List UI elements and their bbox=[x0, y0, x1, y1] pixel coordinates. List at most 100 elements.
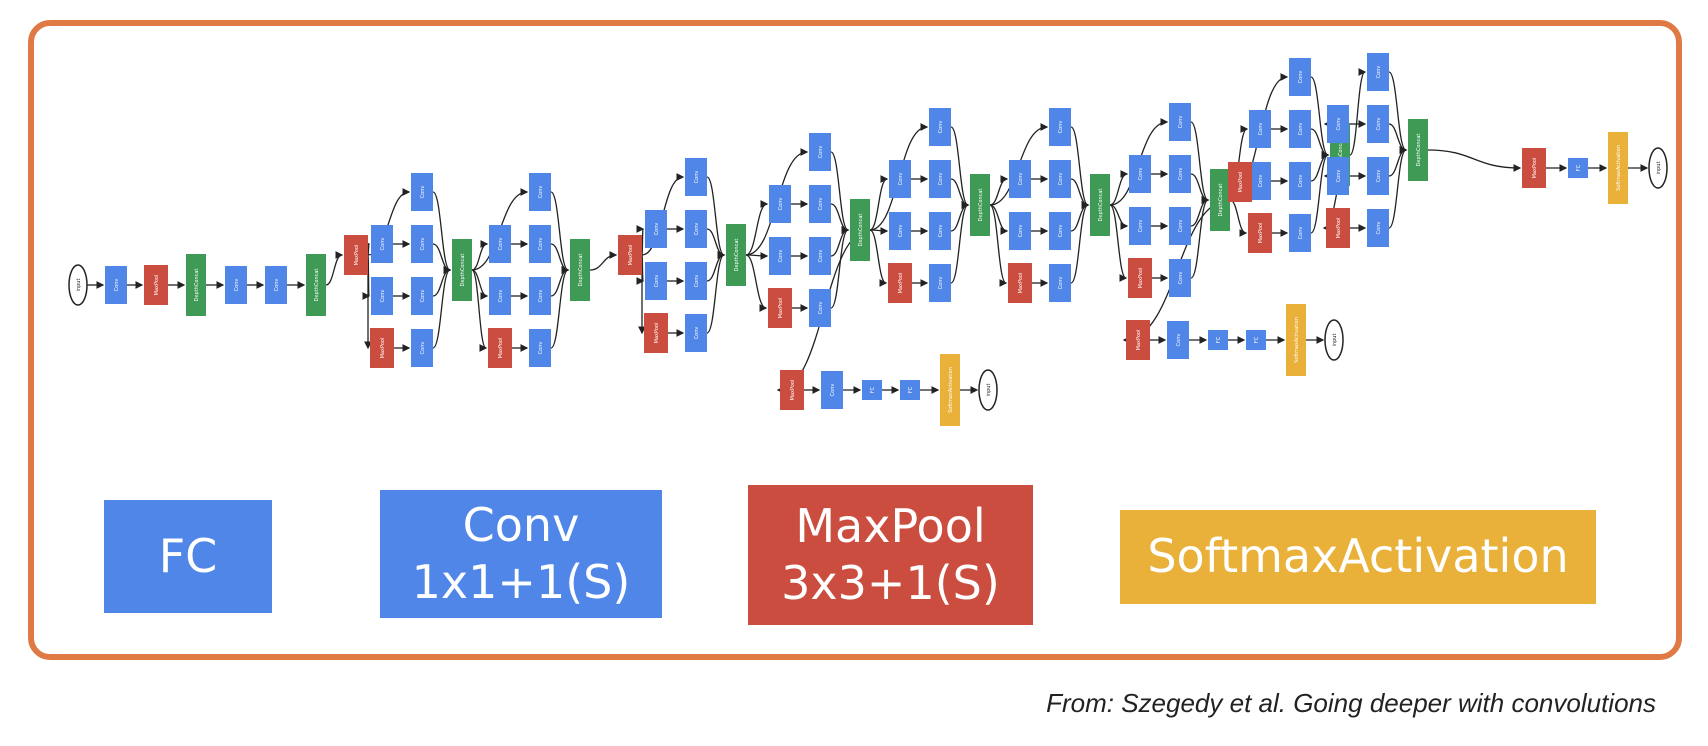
node-label: DepthConcat bbox=[858, 214, 864, 247]
node-conv: Conv bbox=[225, 266, 247, 304]
node-maxpool: MaxPool bbox=[1126, 320, 1150, 360]
node-concat: DepthConcat bbox=[1408, 119, 1428, 181]
node-label: Conv bbox=[274, 279, 280, 292]
node-conv: Conv bbox=[105, 266, 127, 304]
node-label: MaxPool bbox=[1258, 223, 1264, 244]
node-conv: Conv bbox=[1049, 108, 1071, 146]
node-label: Conv bbox=[1178, 272, 1184, 285]
node-label: MaxPool bbox=[1336, 218, 1342, 239]
node-conv: Conv bbox=[685, 158, 707, 196]
edge bbox=[745, 254, 768, 312]
node-label: DepthConcat bbox=[194, 269, 200, 302]
node-conv: Conv bbox=[1129, 207, 1151, 245]
node-conv: Conv bbox=[1167, 321, 1189, 359]
edge bbox=[471, 240, 489, 271]
node-maxpool: MaxPool bbox=[1522, 148, 1546, 188]
node-conv: Conv bbox=[1367, 105, 1389, 143]
node-label: FC bbox=[1216, 336, 1222, 343]
node-label: SoftmaxActivation bbox=[1294, 317, 1300, 363]
node-label: Conv bbox=[1138, 168, 1144, 181]
node-label: MaxPool bbox=[1532, 158, 1538, 179]
node-label: MaxPool bbox=[790, 380, 796, 401]
node-conv: Conv bbox=[1169, 259, 1191, 297]
node-concat: DepthConcat bbox=[726, 224, 746, 286]
legend-maxpool: MaxPool 3x3+1(S) bbox=[748, 485, 1033, 625]
node-conv: Conv bbox=[889, 212, 911, 250]
node-conv: Conv bbox=[685, 262, 707, 300]
node-label: DepthConcat bbox=[460, 254, 466, 287]
legend-softmax-line-1: SoftmaxActivation bbox=[1147, 529, 1569, 584]
node-label: DepthConcat bbox=[978, 189, 984, 222]
node-conv: Conv bbox=[529, 225, 551, 263]
node-conv: Conv bbox=[529, 329, 551, 367]
node-conv: Conv bbox=[1289, 162, 1311, 200]
node-label: Conv bbox=[1018, 225, 1024, 238]
node-label: Conv bbox=[420, 238, 426, 251]
node-label: MaxPool bbox=[354, 245, 360, 266]
node-label: MaxPool bbox=[154, 275, 160, 296]
node-maxpool: MaxPool bbox=[1248, 213, 1272, 253]
edge bbox=[636, 225, 645, 256]
node-fc: FC bbox=[1208, 330, 1228, 350]
node-concat: DepthConcat bbox=[850, 199, 870, 261]
node-conv: Conv bbox=[769, 185, 791, 223]
edge bbox=[1388, 146, 1408, 229]
node-conv: Conv bbox=[1049, 212, 1071, 250]
node-maxpool: MaxPool bbox=[344, 235, 368, 275]
edge bbox=[432, 266, 452, 349]
node-conv: Conv bbox=[1289, 214, 1311, 252]
node-concat: DepthConcat bbox=[1090, 174, 1110, 236]
node-conv: Conv bbox=[1249, 110, 1271, 148]
node-label: Conv bbox=[694, 171, 700, 184]
node-label: Conv bbox=[898, 225, 904, 238]
node-label: Conv bbox=[498, 290, 504, 303]
node-label: MaxPool bbox=[778, 298, 784, 319]
edge bbox=[869, 175, 889, 231]
node-label: Conv bbox=[1058, 277, 1064, 290]
node-conv: Conv bbox=[411, 277, 433, 315]
node-label: input bbox=[1332, 334, 1338, 347]
node-label: FC bbox=[908, 386, 914, 393]
node-conv: Conv bbox=[1367, 53, 1389, 91]
legend-maxpool-line-1: MaxPool bbox=[795, 498, 986, 553]
node-label: Conv bbox=[538, 238, 544, 251]
node-label: MaxPool bbox=[498, 338, 504, 359]
edge bbox=[1109, 204, 1128, 282]
node-label: Conv bbox=[818, 198, 824, 211]
node-label: DepthConcat bbox=[578, 254, 584, 287]
node-conv: Conv bbox=[929, 264, 951, 302]
node-label: Conv bbox=[694, 327, 700, 340]
node-conv: Conv bbox=[645, 262, 667, 300]
node-label: input bbox=[986, 384, 992, 397]
edge bbox=[830, 226, 850, 309]
node-label: DepthConcat bbox=[1218, 184, 1224, 217]
node-label: Conv bbox=[538, 290, 544, 303]
node-label: Conv bbox=[420, 186, 426, 199]
edge bbox=[950, 201, 970, 284]
node-label: Conv bbox=[654, 223, 660, 236]
node-label: FC bbox=[870, 386, 876, 393]
node-label: MaxPool bbox=[1136, 330, 1142, 351]
node-conv: Conv bbox=[1327, 105, 1349, 143]
node-conv: Conv bbox=[1367, 209, 1389, 247]
node-label: Conv bbox=[1298, 227, 1304, 240]
node-label: Conv bbox=[1376, 222, 1382, 235]
node-label: Conv bbox=[1376, 118, 1382, 131]
node-conv: Conv bbox=[809, 289, 831, 327]
node-maxpool: MaxPool bbox=[1008, 263, 1032, 303]
node-conv: Conv bbox=[929, 108, 951, 146]
node-label: Conv bbox=[114, 279, 120, 292]
node-label: Conv bbox=[778, 250, 784, 263]
edge bbox=[325, 251, 344, 286]
node-label: input bbox=[1656, 162, 1662, 175]
node-maxpool: MaxPool bbox=[1228, 162, 1252, 202]
node-label: Conv bbox=[938, 173, 944, 186]
node-conv: Conv bbox=[889, 160, 911, 198]
node-label: Conv bbox=[778, 198, 784, 211]
node-conv: Conv bbox=[1289, 58, 1311, 96]
node-conv: Conv bbox=[685, 314, 707, 352]
node-io: input bbox=[1648, 147, 1668, 189]
node-conv: Conv bbox=[371, 225, 393, 263]
